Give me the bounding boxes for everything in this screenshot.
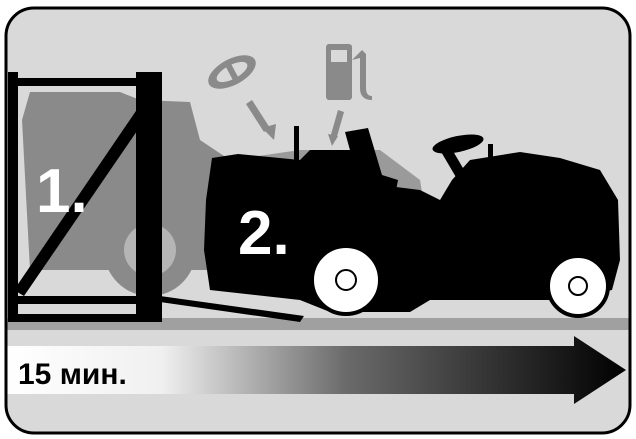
rear-wheel (548, 256, 608, 316)
step-2-label: 2. (238, 199, 290, 268)
duration-label: 15 мин. (18, 358, 127, 391)
front-wheel (312, 246, 380, 314)
step-1-label: 1. (36, 157, 88, 226)
